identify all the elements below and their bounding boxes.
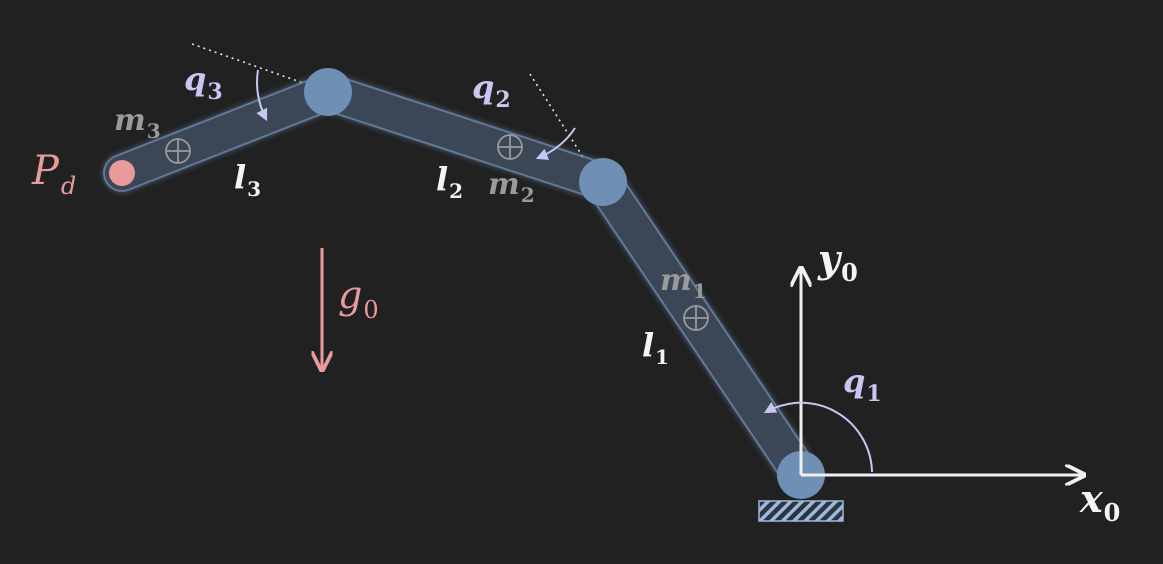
q3-angle-arc [256, 69, 268, 122]
mass-3-label: m3 [114, 103, 161, 143]
link-1-length-label: l1 [642, 326, 669, 369]
q2-angle-arc [535, 127, 576, 160]
q3-reference-line [191, 43, 307, 85]
q1-angle-arc [763, 401, 873, 473]
com-marker-1 [683, 305, 709, 331]
joint-2-angle-label: q2 [472, 68, 511, 113]
joint-2 [579, 158, 627, 206]
target-point-label: Pd [31, 148, 76, 200]
joint-3-angle-label: q3 [184, 60, 223, 105]
x0-axis-label: x0 [1079, 476, 1120, 527]
link-2-length-label: l2 [436, 160, 463, 203]
joint-3 [304, 68, 352, 116]
mass-1-label: m1 [660, 263, 707, 303]
base-ground [758, 500, 844, 522]
gravity-label: g0 [338, 273, 379, 324]
joint-1-angle-label: q1 [843, 362, 882, 407]
link-3-length-label: l3 [234, 158, 261, 201]
q2-reference-line [529, 73, 591, 169]
com-marker-3 [165, 138, 191, 164]
end-effector-target [109, 160, 135, 186]
y0-axis-label: y0 [817, 236, 858, 287]
com-marker-2 [497, 134, 523, 160]
mass-2-label: m2 [488, 167, 535, 207]
